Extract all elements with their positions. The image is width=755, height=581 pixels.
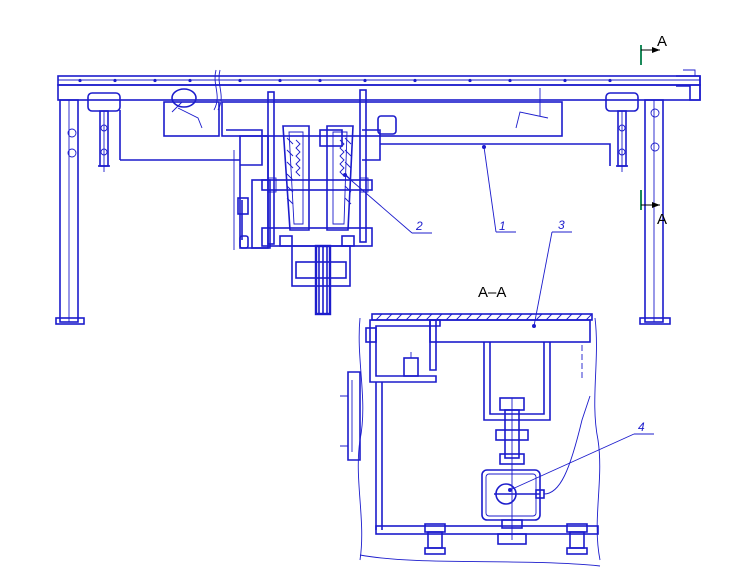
section-marker-top: A <box>640 33 667 65</box>
left-jaw <box>282 125 310 231</box>
section-mark-top-label: A <box>657 33 667 50</box>
callout-2-label: 2 <box>415 219 423 233</box>
section-mark-bottom-label: A <box>657 211 667 228</box>
callout-2: 2 <box>343 173 432 234</box>
lower-beam <box>57 84 701 101</box>
central-mechanism-part-2 <box>226 89 381 316</box>
right-hanger <box>605 92 639 172</box>
break-line <box>213 69 218 111</box>
left-post <box>55 99 85 325</box>
base-bolts <box>424 523 588 555</box>
callout-1: 1 <box>482 145 516 233</box>
left-bracket-detail <box>163 88 220 137</box>
callout-3: 3 <box>532 218 572 328</box>
frame-front-view <box>55 69 701 325</box>
callout-1-label: 1 <box>499 219 506 233</box>
section-view-title: A–A <box>478 284 506 301</box>
left-hanger <box>87 92 121 172</box>
beam-box-part-1 <box>221 88 563 137</box>
rail-bolts <box>78 78 612 83</box>
callout-3-label: 3 <box>558 218 565 232</box>
callout-4: 4 <box>508 420 654 492</box>
callout-4-label: 4 <box>638 420 645 434</box>
right-post <box>639 99 671 325</box>
section-view-a-a <box>340 313 601 567</box>
right-jaw <box>326 125 354 231</box>
section-marker-bottom: A <box>640 190 667 228</box>
